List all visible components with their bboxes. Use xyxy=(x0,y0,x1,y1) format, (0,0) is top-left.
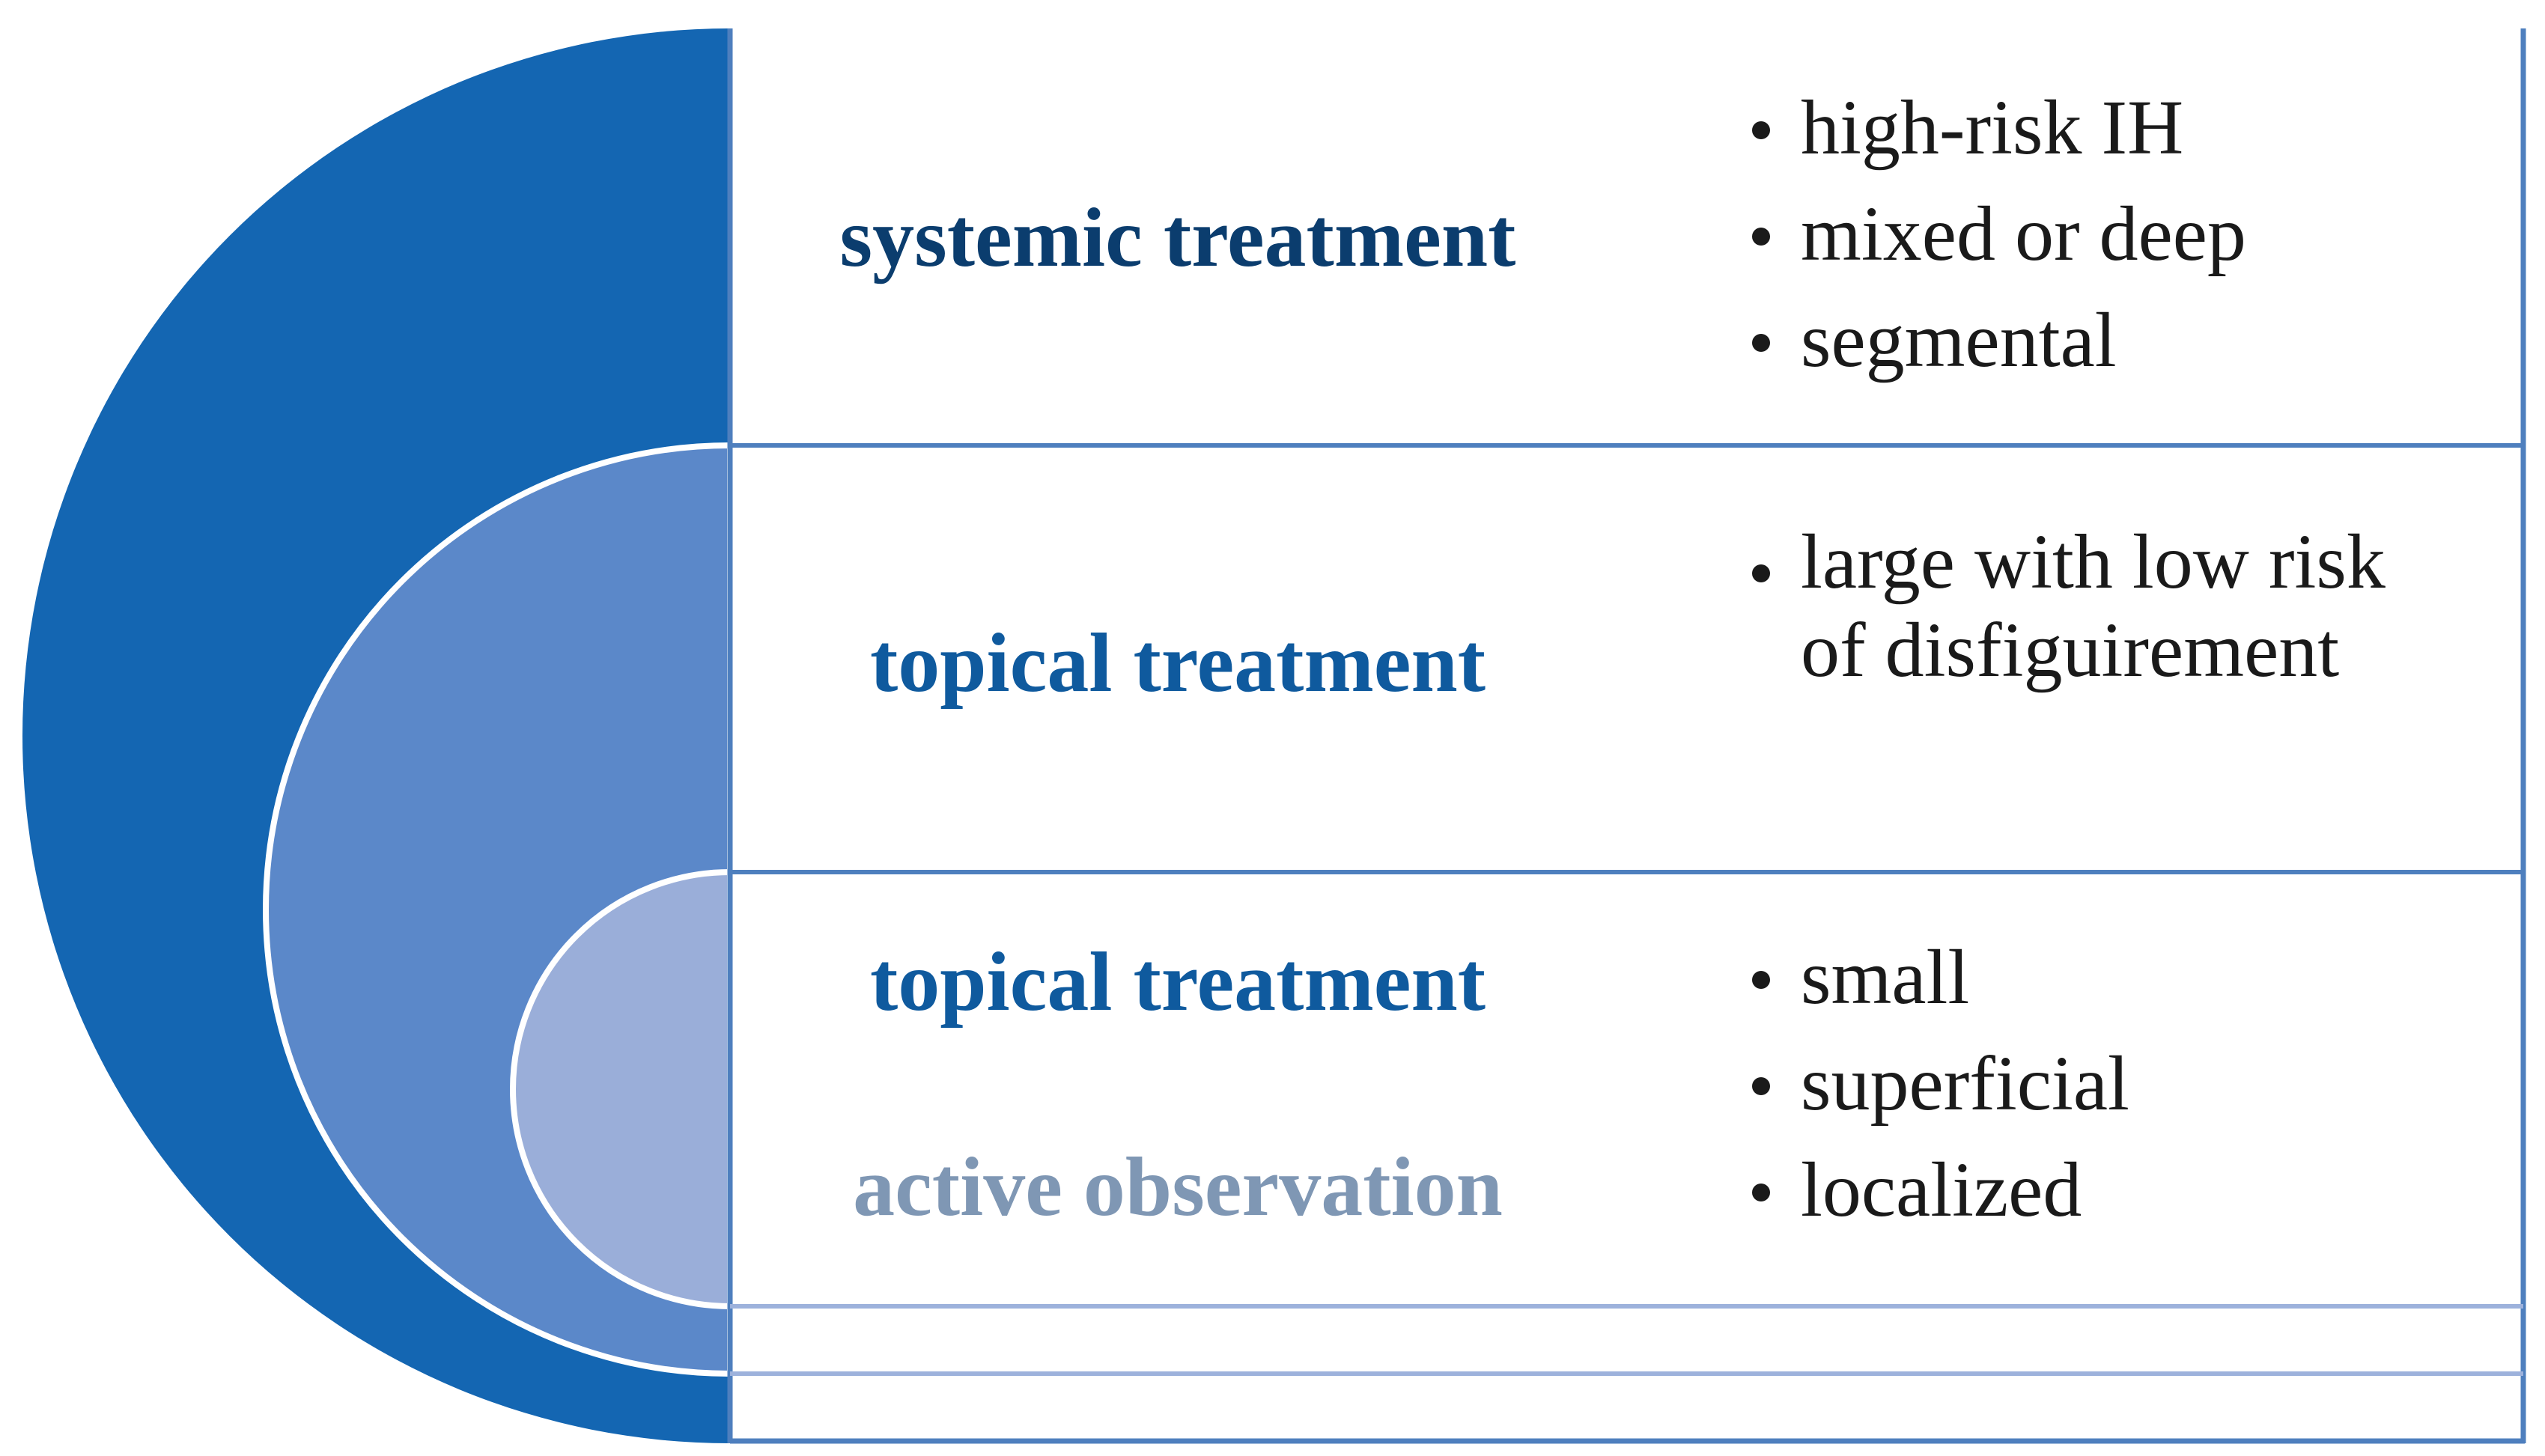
list-item: large with low risk of disfiguirement xyxy=(1745,518,2389,695)
list-item: high-risk IH xyxy=(1745,75,2246,181)
list-item: localized xyxy=(1745,1137,2129,1243)
list-item: mixed or deep xyxy=(1745,181,2246,287)
list-item: superficial xyxy=(1745,1031,2129,1137)
topical-small-criteria-list: small superficial localized xyxy=(1745,925,2129,1243)
topical-treatment-label-small: topical treatment xyxy=(869,936,1486,1029)
active-observation-label: active observation xyxy=(853,1141,1503,1234)
systemic-treatment-label: systemic treatment xyxy=(839,192,1516,284)
systemic-criteria-list: high-risk IH mixed or deep segmental xyxy=(1745,75,2246,394)
topical-treatment-label-large: topical treatment xyxy=(869,617,1486,710)
list-item: segmental xyxy=(1745,287,2246,394)
list-item: small xyxy=(1745,925,2129,1031)
topical-large-criteria-list: large with low risk of disfiguirement xyxy=(1745,518,2389,695)
topical-small-tier-arc xyxy=(510,868,733,1310)
